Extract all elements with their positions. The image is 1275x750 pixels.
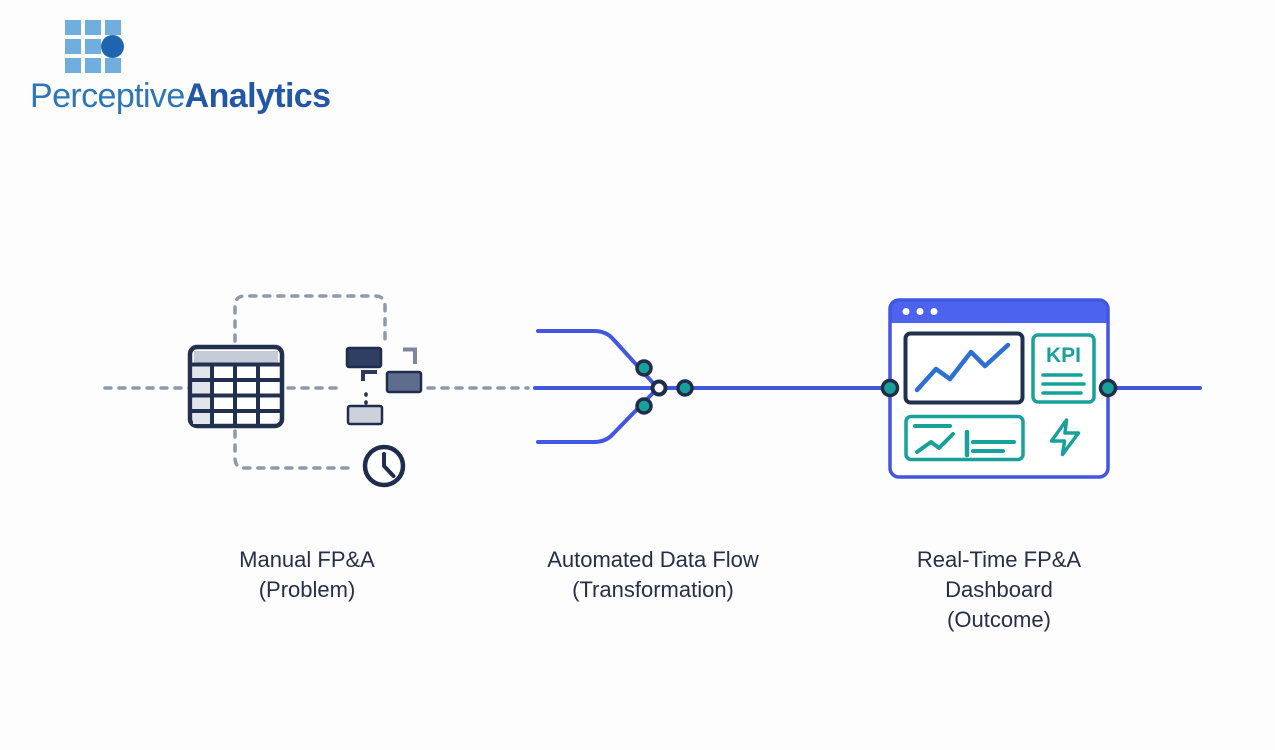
table-header-row [194, 351, 278, 364]
stage-title: Manual FP&A [239, 547, 375, 572]
brand-name-light: Perceptive [30, 77, 185, 115]
stage-subtitle: (Outcome) [947, 607, 1051, 632]
trend-line-icon [914, 342, 1011, 393]
stage-subtitle: (Transformation) [572, 577, 734, 602]
flow-rect-dark [345, 346, 383, 369]
logo-grid-icon [65, 20, 124, 73]
flow-rect-medium [385, 370, 423, 394]
stage-label-manual-fpa: Manual FP&A (Problem) [239, 545, 375, 605]
table-grid-lines [192, 362, 280, 424]
flowchart-icon [345, 346, 423, 426]
kpi-panel: KPI [1031, 333, 1096, 404]
clock-icon [362, 444, 406, 488]
brand-name: PerceptiveAnalytics [30, 77, 350, 116]
stage-subtitle: (Problem) [258, 577, 356, 602]
window-node-right [1098, 378, 1118, 398]
flow-bracket-left [361, 370, 377, 381]
browser-titlebar-dots-icon [902, 308, 938, 315]
logo-dot-icon [101, 35, 124, 58]
report-panel [904, 414, 1025, 462]
stage-title: Automated Data Flow [547, 547, 759, 572]
merge-node-top [635, 359, 653, 377]
line-chart-panel [903, 331, 1025, 405]
merge-hub-node [650, 379, 668, 397]
brand-name-bold: Analytics [184, 77, 331, 115]
data-flow-merge-group [533, 329, 884, 444]
merge-lines [533, 329, 884, 444]
stage-label-automated-data-flow: Automated Data Flow (Transformation) [547, 545, 759, 605]
spreadsheet-icon [187, 344, 285, 429]
manual-fpa-group [103, 294, 530, 488]
merge-node-out [676, 379, 694, 397]
lightning-bolt-icon [1049, 418, 1081, 457]
kpi-label: KPI [1046, 344, 1081, 367]
window-node-left [880, 378, 900, 398]
kpi-text-lines [1041, 373, 1086, 395]
merge-node-bottom [635, 397, 653, 415]
dashboard-window-group: KPI [880, 298, 1202, 479]
stage-title: Real-Time FP&A Dashboard [916, 547, 1082, 602]
stage-label-realtime-dashboard: Real-Time FP&A Dashboard (Outcome) [861, 545, 1137, 635]
perceptive-analytics-logo: PerceptiveAnalytics [30, 20, 350, 116]
report-panel-content [913, 424, 1016, 458]
dashed-loop-border [233, 294, 387, 470]
browser-titlebar [890, 300, 1108, 323]
flow-rect-light [346, 404, 384, 426]
flow-bracket-right [403, 347, 417, 364]
